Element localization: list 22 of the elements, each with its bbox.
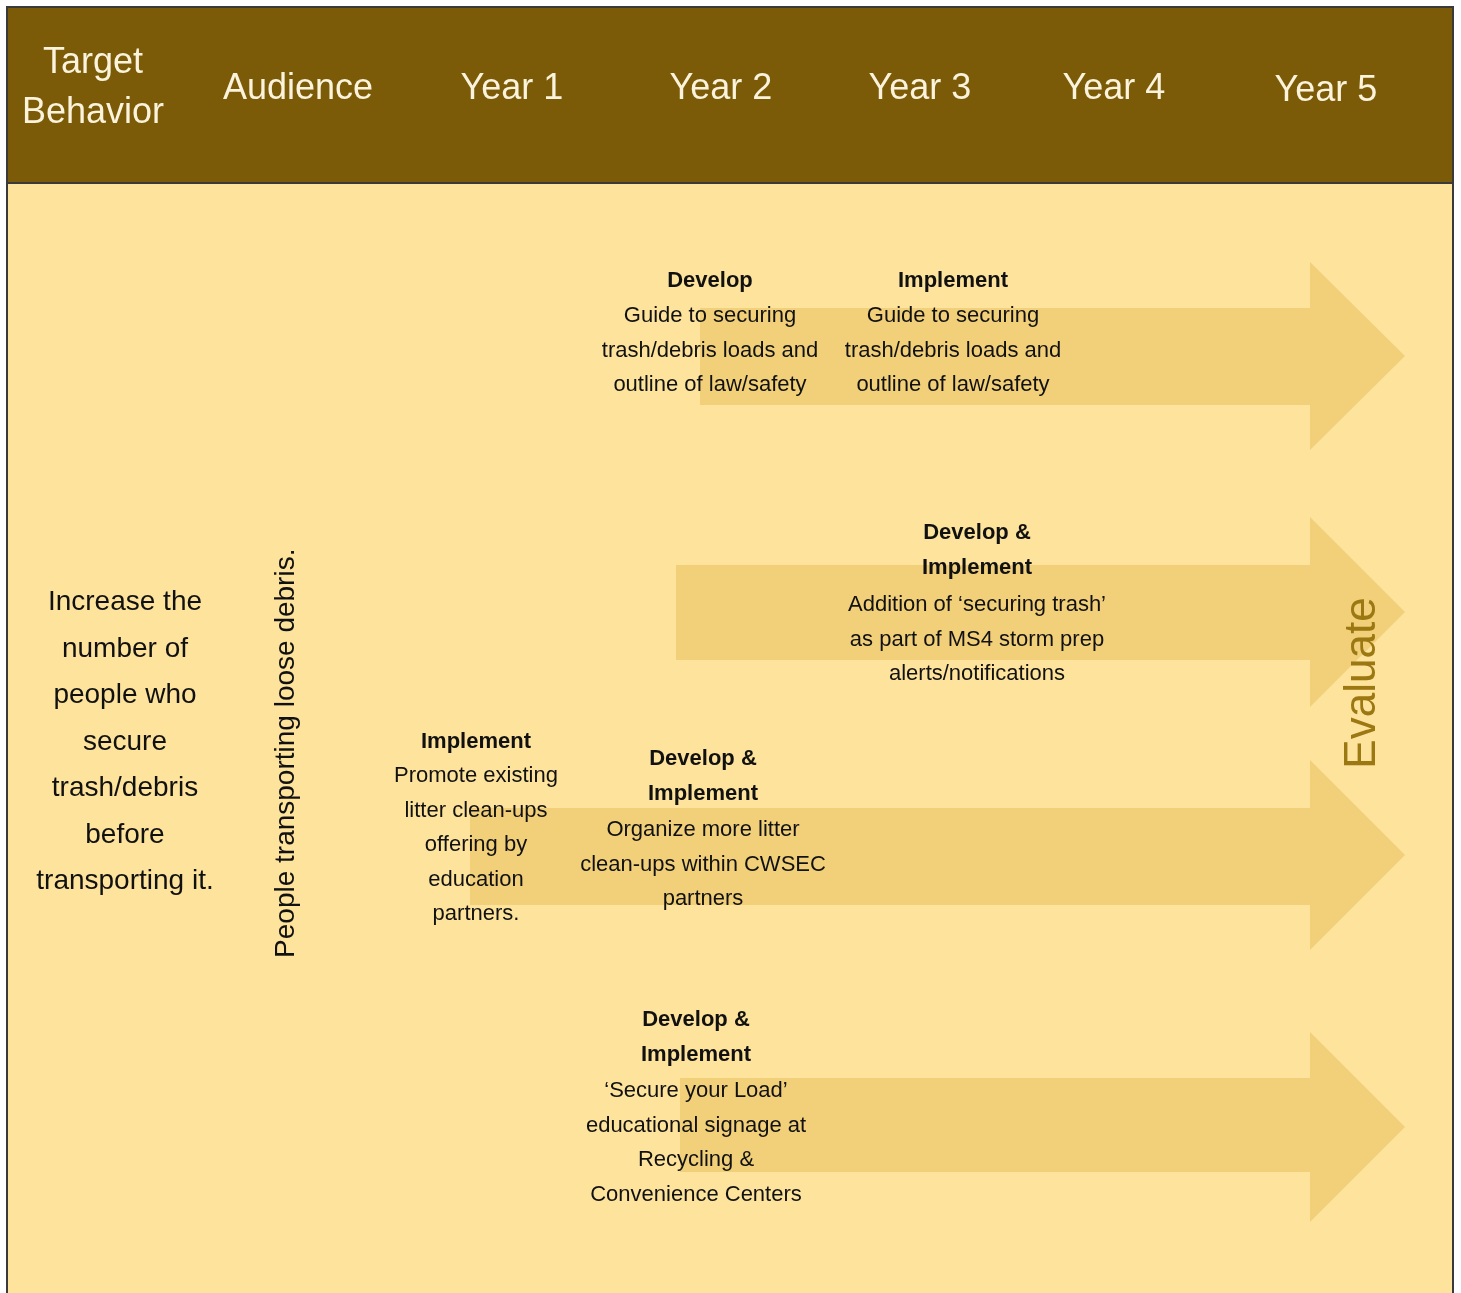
evaluate-text: Evaluate xyxy=(1334,596,1385,771)
activity-description: Organize more litter clean-ups within CWSEC partners xyxy=(579,815,827,912)
activity-description: Guide to securing trash/debris loads and outline of law/safety xyxy=(600,301,820,398)
column-heading: Year 2 xyxy=(668,65,774,109)
column-heading: Year 5 xyxy=(1273,67,1379,111)
column-heading: Year 1 xyxy=(459,65,565,109)
column-heading: Audience xyxy=(221,65,375,109)
activity-description: Addition of ‘securing trash’ as part of MS4 storm prep alerts/notifications xyxy=(847,590,1107,687)
activity-heading: Implement xyxy=(420,727,532,755)
column-heading: Target Behavior xyxy=(20,39,166,133)
activity-description: ‘Secure your Load’ educational signage at Recycling & Convenience Centers xyxy=(584,1076,808,1208)
activity-heading: Develop & Implement xyxy=(647,744,759,807)
audience-text: People transporting loose debris. xyxy=(267,547,301,960)
column-heading: Year 4 xyxy=(1061,65,1167,109)
activity-description: Guide to securing trash/debris loads and outline of law/safety xyxy=(843,301,1063,398)
activity-heading: Develop & Implement xyxy=(640,1005,752,1068)
activity-heading: Develop xyxy=(666,266,754,294)
activity-heading: Develop & Implement xyxy=(921,518,1033,581)
column-heading: Year 3 xyxy=(867,65,973,109)
activity-heading: Implement xyxy=(897,266,1009,294)
target-behavior-text: Increase the number of people who secure trash/debris before transporting it. xyxy=(35,584,215,897)
activity-description: Promote existing litter clean-ups offering by education partners. xyxy=(393,761,559,927)
